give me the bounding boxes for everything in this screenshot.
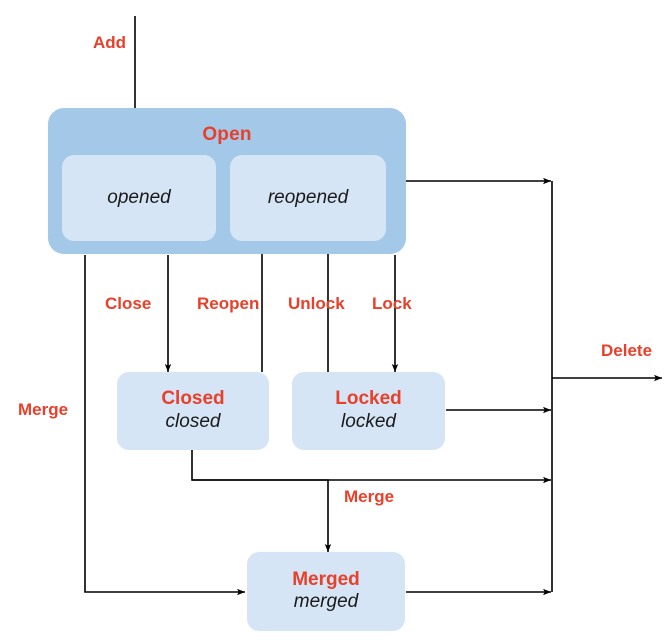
substate-opened-name: opened: [107, 187, 171, 208]
state-closed-name: closed: [165, 410, 221, 432]
substate-opened[interactable]: opened: [62, 155, 216, 241]
state-closed-title: Closed: [161, 388, 225, 410]
edge-merge-left: [84, 255, 245, 596]
substate-reopened[interactable]: reopened: [230, 155, 386, 241]
edge-label-reopen: Reopen: [197, 294, 260, 313]
edge-label-merge-left: Merge: [18, 400, 69, 419]
state-closed[interactable]: Closed closed: [117, 372, 269, 450]
state-merged-title: Merged: [292, 568, 360, 590]
composite-state-open-title: Open: [202, 124, 252, 145]
edge-label-delete: Delete: [601, 341, 653, 360]
state-locked-title: Locked: [335, 388, 402, 410]
edge-label-close: Close: [105, 294, 152, 313]
state-locked-name: locked: [341, 410, 396, 432]
edge-label-lock: Lock: [372, 294, 412, 313]
state-merged[interactable]: Merged merged: [247, 552, 405, 631]
substate-reopened-name: reopened: [267, 187, 349, 208]
state-merged-name: merged: [293, 591, 359, 613]
edge-label-add: Add: [93, 33, 127, 52]
state-locked[interactable]: Locked locked: [292, 372, 445, 450]
edge-label-unlock: Unlock: [288, 294, 345, 313]
edge-merge-mid: [191, 450, 332, 552]
edge-label-merge-mid: Merge: [344, 487, 395, 506]
